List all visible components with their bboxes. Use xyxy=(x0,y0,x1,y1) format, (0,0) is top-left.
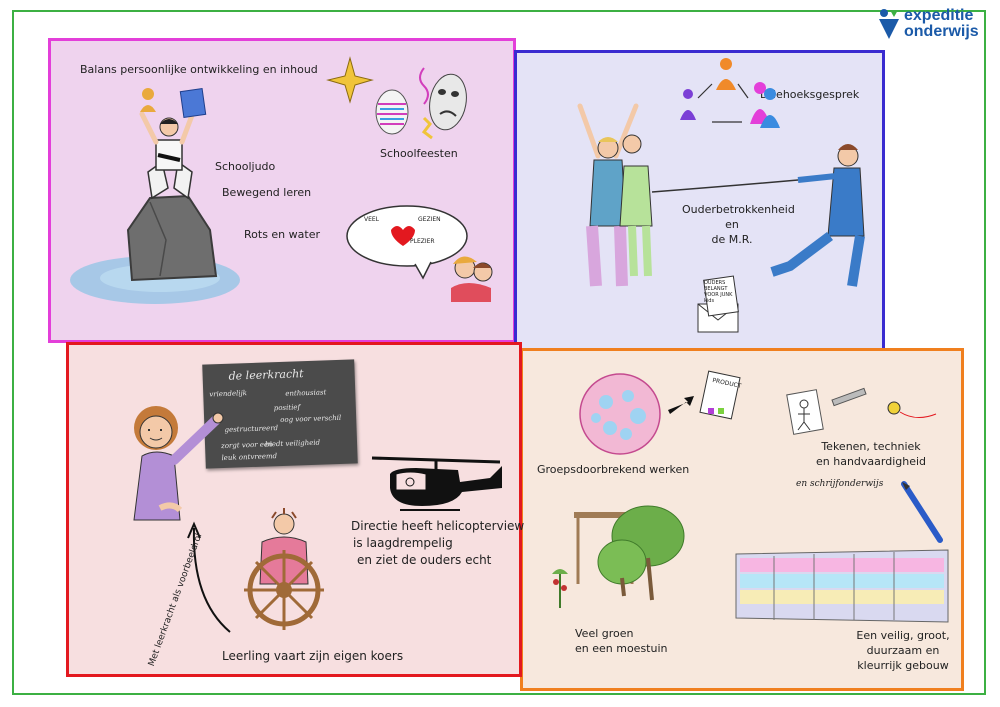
schoolfeesten-illustration xyxy=(326,56,467,140)
driehoek-illustration xyxy=(680,58,780,128)
ship-wheel-illustration xyxy=(244,508,324,630)
envelope-letter-illustration xyxy=(697,275,739,333)
logo-line-2: onderwijs xyxy=(904,23,979,40)
letter-line-2: BELANGT xyxy=(704,286,728,292)
ouder-line-3: de M.R. xyxy=(711,232,753,246)
touwtrekken-illustration xyxy=(577,103,865,287)
helicopter-icon xyxy=(371,456,502,511)
label-leerling: Leerling vaart zijn eigen koers xyxy=(222,649,404,663)
groepsdoorbrekend-illustration xyxy=(579,370,741,455)
outer-frame xyxy=(12,10,986,695)
gebouw-line-2: duurzaam en xyxy=(866,643,940,657)
label-schooljudo: Schooljudo xyxy=(215,160,276,173)
teacher-illustration xyxy=(133,406,224,521)
letter-text: OUDERS BELANGT VOOR JUNK kids xyxy=(704,280,732,304)
pen-icon xyxy=(901,481,943,543)
directie-line-2: is laagdrempelig xyxy=(353,535,453,550)
board-line-3: positief xyxy=(273,403,301,413)
directie-line-3: en ziet de ouders echt xyxy=(357,552,492,567)
label-bewegend-leren: Bewegend leren xyxy=(222,186,312,199)
board-line-6: biedt veiligheid xyxy=(264,438,321,449)
bubble-veel: VEEL xyxy=(364,216,380,223)
label-tekenen: Tekenen, techniek en handvaardigheid xyxy=(816,440,926,470)
speech-bubble-illustration xyxy=(346,205,493,302)
label-schoolfeesten: Schoolfeesten xyxy=(380,147,458,160)
gebouw-line-1: Een veilig, groot, xyxy=(856,629,950,642)
directie-line-1: Directie heeft helicopterview xyxy=(351,519,525,533)
label-balans: Balans persoonlijke ontwikkeling en inho… xyxy=(80,63,318,76)
groen-line-1: Veel groen xyxy=(575,627,634,640)
board-line-4: oog voor verschil xyxy=(280,413,342,424)
label-schrijfonderwijs: en schrijfonderwijs xyxy=(796,479,884,489)
board-line-2: enthousiast xyxy=(285,388,327,398)
tekenen-techniek-illustration xyxy=(786,387,937,435)
logo-mark-icon xyxy=(879,9,899,39)
tekenen-line-2: en handvaardigheid xyxy=(816,454,927,468)
letter-line-1: OUDERS xyxy=(704,280,726,286)
ouder-line-1: Ouderbetrokkenheid xyxy=(682,203,795,216)
judo-rock-illustration xyxy=(70,88,240,304)
groen-line-2: en een moestuin xyxy=(575,641,668,655)
logo-line-1: expeditie xyxy=(904,7,974,24)
label-driehoeksgesprek: Driehoeksgesprek xyxy=(760,88,860,101)
ouder-line-2: en xyxy=(725,217,739,231)
gebouw-line-3: kleurrijk gebouw xyxy=(857,658,949,672)
label-groen: Veel groen en een moestuin xyxy=(575,627,668,657)
label-ouderbetrokkenheid: Ouderbetrokkenheid en de M.R. xyxy=(682,203,795,248)
label-gebouw: Een veilig, groot, duurzaam en kleurrijk… xyxy=(848,629,958,674)
gebouw-illustration xyxy=(735,549,949,623)
letter-line-4: kids xyxy=(704,298,715,304)
board-title: de leerkracht xyxy=(228,367,304,383)
bubble-plezier: PLEZIER xyxy=(410,238,435,245)
letter-line-3: VOOR JUNK xyxy=(704,292,733,298)
logo-text: expeditie onderwijs xyxy=(904,8,979,40)
label-groepsdoorbrekend: Groepsdoorbrekend werken xyxy=(537,463,690,476)
groen-moestuin-illustration xyxy=(552,505,685,608)
tekenen-line-1: Tekenen, techniek xyxy=(821,440,921,453)
logo[interactable]: expeditie onderwijs xyxy=(876,6,994,46)
arrow-icon xyxy=(187,521,231,633)
label-rots-en-water: Rots en water xyxy=(244,228,320,241)
label-directie: Directie heeft helicopterview is laagdre… xyxy=(351,518,524,568)
bubble-gezien: GEZIEN xyxy=(418,216,441,223)
